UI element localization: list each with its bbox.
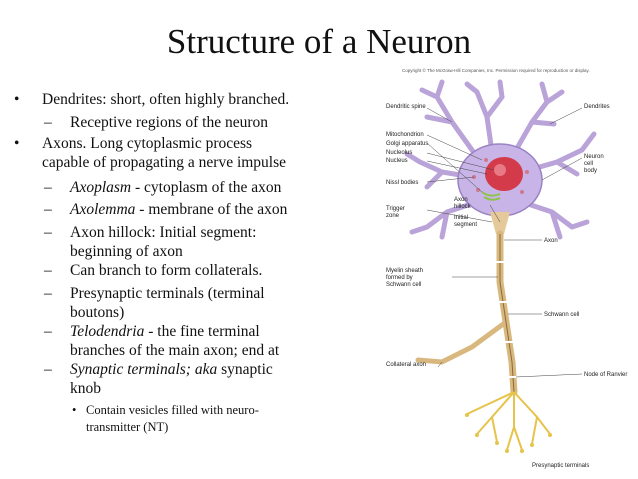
label-axon: Axon (544, 238, 558, 244)
golgi-apparatus (481, 191, 501, 201)
label-axon-hillock-2: hillock (454, 204, 472, 210)
bullet-italic-term: Synaptic terminals; aka (70, 361, 218, 378)
bullet-text: Presynaptic terminals (terminal boutons) (70, 284, 265, 322)
bullet-marker: – (44, 201, 52, 218)
label-trigger-zone-2: zone (386, 213, 400, 219)
bullet-marker: • (14, 91, 20, 108)
bullet-line: capable of propagating a nerve impulse (42, 154, 287, 171)
label-neuron-cell-body-1: Neuron (584, 154, 604, 160)
bullet-text: Axon hillock: Initial segment: beginning … (70, 223, 256, 261)
label-collateral-axon: Collateral axon (386, 362, 426, 368)
bullet-line: branches of the main axon; end at (70, 342, 280, 359)
bullet-marker: • (14, 135, 20, 152)
bullet-text: Axons. Long cytoplasmic process capable o… (42, 134, 286, 172)
bullet-line: - the fine terminal (144, 323, 260, 340)
bullet-text: Dendrites: short, often highly branched. (42, 90, 289, 109)
label-myelin-2: formed by (386, 275, 413, 281)
bullet-line: synaptic (217, 361, 273, 378)
label-golgi: Golgi apparatus (386, 141, 428, 147)
bullet-text: Receptive regions of the neuron (70, 113, 268, 132)
bullet-text: Can branch to form collaterals. (70, 261, 262, 280)
label-mitochondrion: Mitochondrion (386, 132, 424, 138)
label-nucleus: Nucleus (386, 158, 408, 164)
bullet-line: Dendrites: short, often highly branched. (42, 91, 290, 108)
label-axon-hillock-1: Axon (454, 197, 468, 203)
bullet-line: - cytoplasm of the axon (131, 179, 282, 196)
bullet-marker: – (44, 224, 52, 241)
bullet-marker: – (44, 262, 52, 279)
bullet-line: knob (70, 380, 101, 397)
label-nissl: Nissl bodies (386, 180, 418, 186)
label-neuron-cell-body-2: cell (584, 161, 593, 167)
bullet-text: Telodendria - the fine terminal branches … (70, 322, 279, 360)
label-myelin-3: Schwann cell (386, 282, 421, 288)
label-nucleolus: Nucleolus (386, 150, 412, 156)
bullet-line: beginning of axon (70, 243, 183, 260)
leader-lines (426, 107, 583, 378)
bullet-line: Axon hillock: Initial segment: (70, 224, 257, 241)
bullet-line: Can branch to form collaterals. (70, 262, 263, 279)
bullet-text: Axolemma - membrane of the axon (70, 200, 287, 219)
label-initial-segment-2: segment (454, 222, 477, 228)
label-node-of-ranvier: Node of Ranvier (584, 372, 627, 378)
bullet-marker: – (44, 361, 52, 378)
label-schwann-cell: Schwann cell (544, 312, 579, 318)
nucleolus (494, 164, 506, 176)
bullet-italic-term: Axoplasm (70, 179, 132, 196)
axon-hillock (490, 212, 510, 234)
presynaptic-knobs (465, 413, 552, 453)
bullet-line: Receptive regions of the neuron (70, 114, 268, 131)
bullet-line: Presynaptic terminals (terminal (70, 285, 265, 302)
neuron-figure: Copyright © The McGraw-Hill Companies, I… (386, 67, 627, 469)
bullet-marker: – (44, 323, 52, 340)
bullet-marker: – (44, 285, 52, 302)
bullet-italic-term: Telodendria (70, 323, 145, 340)
axon-core (499, 234, 515, 393)
bullet-text: Contain vesicles filled with neuro-trans… (86, 402, 259, 436)
label-presynaptic-terminals: Presynaptic terminals (532, 463, 589, 469)
bullet-italic-term: Axolemma (70, 201, 136, 218)
label-dendritic-spine: Dendritic spine (386, 104, 426, 110)
bullet-line: transmitter (NT) (86, 420, 169, 434)
bullet-marker: – (44, 179, 52, 196)
bullet-line: Contain vesicles filled with neuro- (86, 403, 259, 417)
figure-copyright: Copyright © The McGraw-Hill Companies, I… (402, 67, 590, 73)
label-trigger-zone-1: Trigger (386, 206, 405, 212)
label-myelin-1: Myelin sheath (386, 268, 423, 274)
label-neuron-cell-body-3: body (584, 168, 597, 174)
bullet-line: Axons. Long cytoplasmic process (42, 135, 253, 152)
bullet-text: Synaptic terminals; aka synaptic knob (70, 360, 273, 398)
slide-title: Structure of a Neuron (166, 22, 472, 61)
bullet-marker: – (44, 114, 52, 131)
label-initial-segment-1: Initial (454, 215, 468, 221)
bullet-line: - membrane of the axon (135, 201, 288, 218)
bullet-text: Axoplasm - cytoplasm of the axon (70, 178, 281, 197)
telodendria (466, 391, 551, 451)
bullet-line: boutons) (70, 304, 125, 321)
bullet-marker: • (72, 403, 77, 417)
label-dendrites: Dendrites (584, 104, 610, 110)
